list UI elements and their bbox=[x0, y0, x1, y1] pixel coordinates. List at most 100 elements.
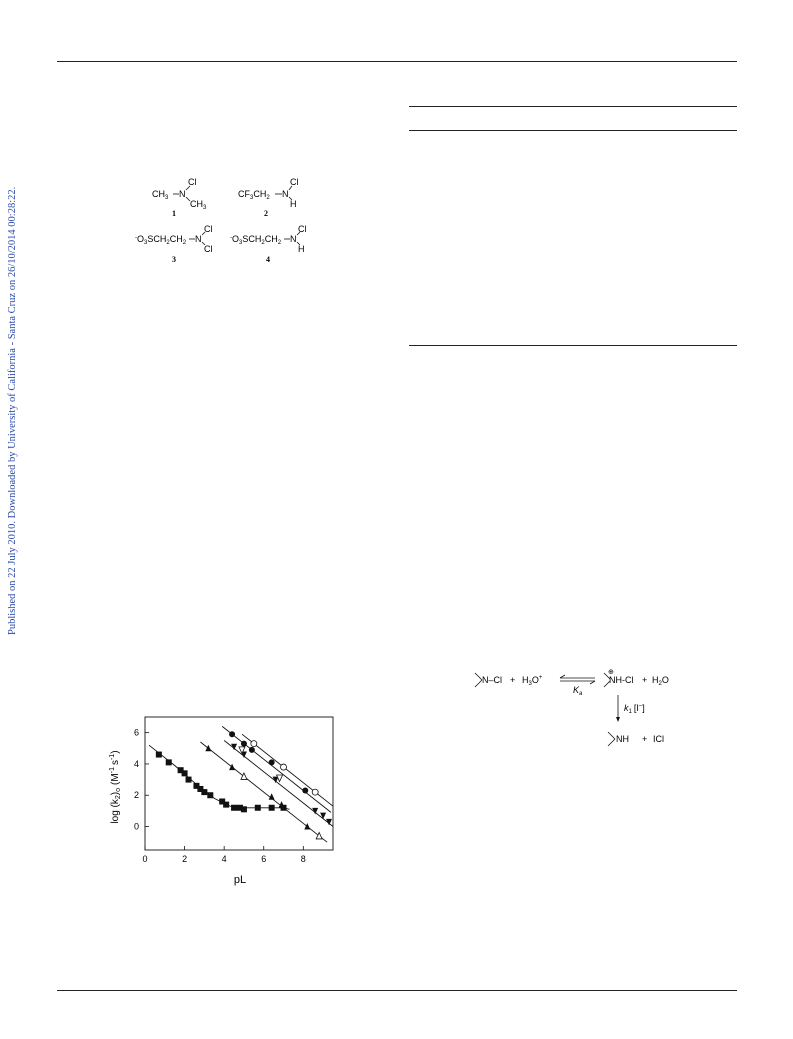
series-3-point-0 bbox=[231, 743, 238, 751]
series-6-point-1 bbox=[280, 763, 287, 771]
x-tick-label-4: 8 bbox=[301, 854, 306, 864]
series-0-point-13 bbox=[240, 806, 247, 813]
series-0-point-14 bbox=[254, 804, 261, 811]
series-5-point-4 bbox=[302, 787, 309, 794]
svg-text:N: N bbox=[282, 189, 289, 199]
series-3-point-4 bbox=[320, 812, 327, 820]
series-3-line bbox=[223, 740, 334, 827]
series-0-point-3 bbox=[181, 770, 188, 777]
series-6-point-2 bbox=[311, 788, 319, 796]
series-1-point-5 bbox=[304, 823, 311, 830]
svg-text:H: H bbox=[298, 244, 305, 254]
svg-text:CH3: CH3 bbox=[152, 189, 169, 201]
series-6-point-0 bbox=[250, 740, 258, 747]
scheme-protonated: ⊕ NH-Cl bbox=[603, 669, 634, 688]
chart-marks bbox=[148, 726, 334, 843]
structure-2-label: 2 bbox=[264, 209, 268, 218]
y-axis-label: log (k2)o(M-1s-1) bbox=[109, 750, 122, 823]
scheme-plus-2: + bbox=[642, 675, 647, 685]
svg-text:N–Cl: N–Cl bbox=[482, 675, 502, 685]
table-top-rule bbox=[409, 106, 737, 107]
svg-text:Cl: Cl bbox=[290, 177, 299, 187]
structure-1: CH3 N Cl CH3 1 bbox=[152, 177, 207, 218]
svg-text:NH-Cl: NH-Cl bbox=[609, 675, 634, 685]
download-notice-text: Published on 22 July 2010. Downloaded by… bbox=[7, 186, 18, 635]
structure-2: CF3CH2 N Cl H 2 bbox=[238, 177, 299, 218]
header-rule bbox=[57, 61, 737, 62]
y-tick-label-2: 4 bbox=[134, 759, 139, 769]
download-notice[interactable]: Published on 22 July 2010. Downloaded by… bbox=[4, 180, 20, 640]
svg-text:N: N bbox=[195, 234, 202, 244]
structures-figure: CH3 N Cl CH3 1 CF3CH2 N Cl H 2 -O3SCH2CH… bbox=[135, 177, 307, 264]
structure-1-label: 1 bbox=[172, 209, 176, 218]
x-tick-label-3: 6 bbox=[261, 854, 266, 864]
x-tick-label-1: 2 bbox=[182, 854, 187, 864]
series-3-point-3 bbox=[312, 807, 319, 815]
series-5-point-3 bbox=[268, 759, 275, 766]
series-2-point-0 bbox=[240, 772, 248, 780]
svg-text:Cl: Cl bbox=[204, 224, 213, 234]
series-1-point-1 bbox=[229, 763, 236, 771]
structure-3-label: 3 bbox=[172, 255, 176, 264]
series-0-point-6 bbox=[197, 785, 204, 792]
svg-text:H: H bbox=[290, 199, 297, 209]
footer-rule bbox=[57, 990, 737, 991]
series-1-line bbox=[200, 741, 328, 843]
series-0-point-5 bbox=[193, 782, 200, 789]
series-1-point-0 bbox=[205, 744, 212, 752]
structure-4-label: 4 bbox=[266, 255, 270, 264]
series-0-point-9 bbox=[219, 798, 226, 805]
svg-text:Cl: Cl bbox=[204, 244, 213, 254]
series-0-point-15 bbox=[268, 804, 275, 811]
svg-text:CF3CH2: CF3CH2 bbox=[238, 189, 270, 201]
x-tick-label-0: 0 bbox=[142, 854, 147, 864]
equilibrium-arrows bbox=[559, 674, 596, 685]
series-4-point-1 bbox=[275, 774, 284, 783]
svg-text:Cl: Cl bbox=[298, 224, 307, 234]
table-bottom-rule bbox=[409, 345, 737, 346]
series-0-point-7 bbox=[201, 789, 208, 796]
series-5-point-0 bbox=[229, 731, 236, 738]
y-tick-label-0: 0 bbox=[134, 822, 139, 832]
x-tick-label-2: 4 bbox=[222, 854, 227, 864]
scheme-reactant: N–Cl bbox=[474, 672, 502, 688]
scheme-product: NH bbox=[607, 731, 629, 747]
series-5-point-1 bbox=[240, 740, 247, 747]
series-2-point-1 bbox=[315, 831, 323, 840]
chart-ticks: 0 2 4 6 8 0 2 4 6 bbox=[134, 728, 306, 864]
svg-text:Cl: Cl bbox=[188, 177, 197, 187]
series-0-point-1 bbox=[165, 759, 172, 766]
svg-text:⊕: ⊕ bbox=[608, 669, 614, 676]
svg-text:CH3: CH3 bbox=[190, 199, 207, 211]
rate-arrow bbox=[616, 695, 620, 722]
y-tick-label-3: 6 bbox=[134, 728, 139, 738]
reaction-scheme: N–Cl + H3O+ Ka ⊕ NH-Cl + H2O k1[I–] NH +… bbox=[474, 669, 669, 747]
scheme-plus-1: + bbox=[510, 675, 515, 685]
equilibrium-constant: Ka bbox=[573, 685, 583, 697]
series-0-point-8 bbox=[207, 792, 214, 799]
series-1-point-3 bbox=[268, 793, 275, 800]
svg-text:-O3SCH2CH2: -O3SCH2CH2 bbox=[230, 234, 282, 246]
scheme-product-2: ICl bbox=[653, 734, 664, 744]
series-0-point-11 bbox=[231, 804, 238, 811]
plot-frame bbox=[144, 716, 334, 851]
series-1-point-4 bbox=[278, 801, 285, 808]
svg-text:N: N bbox=[290, 234, 297, 244]
series-3-point-5 bbox=[326, 818, 333, 826]
y-tick-label-1: 2 bbox=[134, 790, 139, 800]
series-5-line bbox=[221, 726, 332, 813]
scheme-water: H2O bbox=[652, 675, 669, 687]
series-0-point-12 bbox=[236, 804, 243, 811]
structure-3: -O3SCH2CH2 N Cl Cl 3 bbox=[135, 224, 213, 264]
series-0-point-2 bbox=[177, 767, 184, 774]
series-4-point-0 bbox=[238, 746, 246, 755]
scheme-acid: H3O+ bbox=[522, 675, 543, 687]
series-0-point-10 bbox=[223, 801, 230, 808]
structure-4: -O3SCH2CH2 N Cl H 4 bbox=[230, 224, 307, 264]
series-5-point-2 bbox=[248, 746, 255, 753]
svg-text:N: N bbox=[179, 189, 186, 199]
scheme-plus-3: + bbox=[642, 734, 647, 744]
table-header-rule bbox=[409, 130, 737, 131]
series-0-point-4 bbox=[185, 776, 192, 783]
